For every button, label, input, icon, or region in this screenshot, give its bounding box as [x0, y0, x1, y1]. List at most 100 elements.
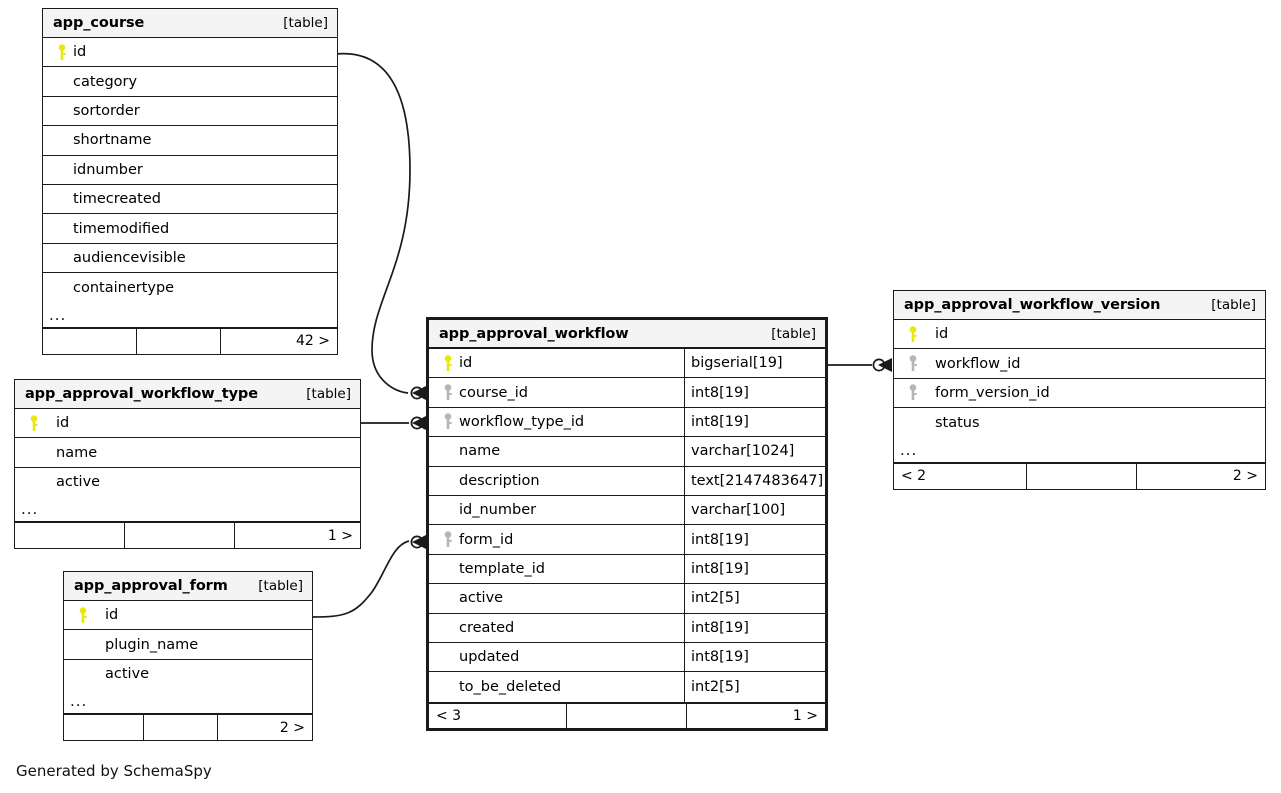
table-row[interactable]: id	[15, 409, 360, 439]
crowsfoot-marker	[412, 416, 426, 430]
table-row[interactable]: audiencevisible	[43, 244, 337, 274]
more-columns-indicator[interactable]: ...	[64, 689, 312, 715]
column-cell: name	[15, 438, 360, 466]
footer-right-count[interactable]: 2 >	[279, 719, 305, 736]
column-name: active	[105, 666, 150, 683]
table-kind-label: [table]	[258, 578, 303, 594]
column-name: id	[459, 355, 473, 372]
table-row[interactable]: updated int8[19]	[429, 642, 825, 673]
column-cell: id_number	[429, 496, 684, 524]
table-row[interactable]: sortorder	[43, 97, 337, 127]
table-row[interactable]: category	[43, 67, 337, 97]
column-cell: id	[43, 38, 337, 66]
table-row[interactable]: shortname	[43, 126, 337, 156]
table-row[interactable]: timecreated	[43, 185, 337, 215]
foreign-key-icon	[437, 413, 459, 430]
crowsfoot-marker	[878, 358, 892, 372]
footer-mid-count[interactable]	[144, 715, 218, 741]
footer-left-count[interactable]	[15, 523, 125, 549]
footer-mid-count[interactable]	[567, 703, 687, 728]
table-row[interactable]: id	[64, 601, 312, 631]
column-name: id	[935, 326, 949, 343]
column-name: id	[105, 607, 119, 624]
table-footer: 2 >	[64, 714, 312, 741]
column-type: varchar[100]	[684, 495, 825, 525]
column-name: to_be_deleted	[459, 678, 562, 695]
column-name: workflow_type_id	[459, 413, 585, 430]
primary-key-icon	[23, 414, 45, 432]
table-row[interactable]: plugin_name	[64, 630, 312, 660]
footer-left-count[interactable]	[43, 328, 137, 354]
more-columns-indicator[interactable]: ...	[43, 303, 337, 328]
column-name: updated	[459, 649, 520, 666]
footer-left-count[interactable]: < 3	[429, 703, 567, 728]
column-cell: sortorder	[43, 97, 337, 125]
column-cell: id	[64, 601, 312, 629]
column-name: id	[56, 415, 70, 432]
footer-left-count[interactable]	[64, 715, 144, 741]
primary-key-icon	[72, 606, 94, 624]
table-row[interactable]: form_id int8[19]	[429, 525, 825, 555]
table-row[interactable]: active	[64, 660, 312, 689]
column-name: template_id	[459, 560, 545, 577]
table-app-course[interactable]: app_course [table] id category	[42, 8, 338, 355]
table-row[interactable]: id_number varchar[100]	[429, 495, 825, 526]
table-row[interactable]: workflow_id	[894, 349, 1265, 379]
table-app-approval-workflow[interactable]: app_approval_workflow [table] id bigseri…	[426, 317, 828, 731]
column-cell: status	[894, 408, 1265, 437]
table-row[interactable]: form_version_id	[894, 379, 1265, 409]
table-row[interactable]: status	[894, 408, 1265, 437]
table-row[interactable]: description text[2147483647]	[429, 466, 825, 496]
foreign-key-icon	[902, 384, 924, 401]
table-row[interactable]: workflow_type_id int8[19]	[429, 407, 825, 438]
table-app-approval-workflow-type[interactable]: app_approval_workflow_type [table] id na…	[14, 379, 361, 550]
footer-right-count[interactable]: 42 >	[296, 333, 330, 350]
footer-right-count[interactable]: 1 >	[792, 707, 818, 724]
footer-mid-count[interactable]	[125, 523, 235, 549]
column-name: audiencevisible	[73, 249, 186, 266]
footer-right-count[interactable]: 2 >	[1232, 468, 1258, 485]
table-row[interactable]: active	[15, 468, 360, 497]
column-cell: updated	[429, 643, 684, 671]
column-name: timemodified	[73, 220, 170, 237]
column-name: created	[459, 619, 515, 636]
column-cell: to_be_deleted	[429, 672, 684, 701]
foreign-key-icon	[437, 384, 459, 401]
column-name: form_version_id	[935, 384, 1050, 401]
column-cell: workflow_id	[894, 349, 1265, 377]
table-row[interactable]: active int2[5]	[429, 584, 825, 614]
more-columns-indicator[interactable]: ...	[894, 438, 1265, 463]
table-app-approval-workflow-version[interactable]: app_approval_workflow_version [table] id…	[893, 290, 1266, 490]
table-row[interactable]: id	[43, 38, 337, 68]
table-row[interactable]: to_be_deleted int2[5]	[429, 672, 825, 702]
column-name: workflow_id	[935, 355, 1021, 372]
table-columns: id bigserial[19] course_id int8[19]	[429, 349, 825, 702]
table-row[interactable]: id bigserial[19]	[429, 349, 825, 379]
table-row[interactable]: id	[894, 320, 1265, 350]
cardinality-optional-circle	[410, 535, 424, 549]
footer-right-count[interactable]: 1 >	[327, 527, 353, 544]
table-row[interactable]: name varchar[1024]	[429, 437, 825, 467]
table-columns: id workflow_id form_version_id	[894, 320, 1265, 438]
footer-mid-count[interactable]	[1027, 463, 1137, 489]
more-columns-indicator[interactable]: ...	[15, 497, 360, 523]
column-cell: timemodified	[43, 214, 337, 242]
table-row[interactable]: idnumber	[43, 156, 337, 185]
column-cell: course_id	[429, 378, 684, 406]
table-row[interactable]: name	[15, 438, 360, 468]
table-row[interactable]: containertype	[43, 273, 337, 302]
footer-left-count[interactable]: < 2	[894, 463, 1027, 489]
table-row[interactable]: template_id int8[19]	[429, 554, 825, 585]
table-row[interactable]: course_id int8[19]	[429, 378, 825, 408]
primary-key-icon	[51, 43, 73, 61]
table-app-approval-form[interactable]: app_approval_form [table] id plugin_name	[63, 571, 313, 742]
table-row[interactable]: created int8[19]	[429, 613, 825, 643]
table-row[interactable]: timemodified	[43, 214, 337, 244]
table-header: app_approval_workflow [table]	[429, 320, 825, 349]
column-cell: idnumber	[43, 156, 337, 184]
table-columns: id plugin_name active	[64, 601, 312, 689]
primary-key-icon	[437, 354, 459, 372]
column-name: plugin_name	[105, 636, 199, 653]
footer-mid-count[interactable]	[137, 328, 221, 354]
column-type: int8[19]	[684, 407, 825, 437]
